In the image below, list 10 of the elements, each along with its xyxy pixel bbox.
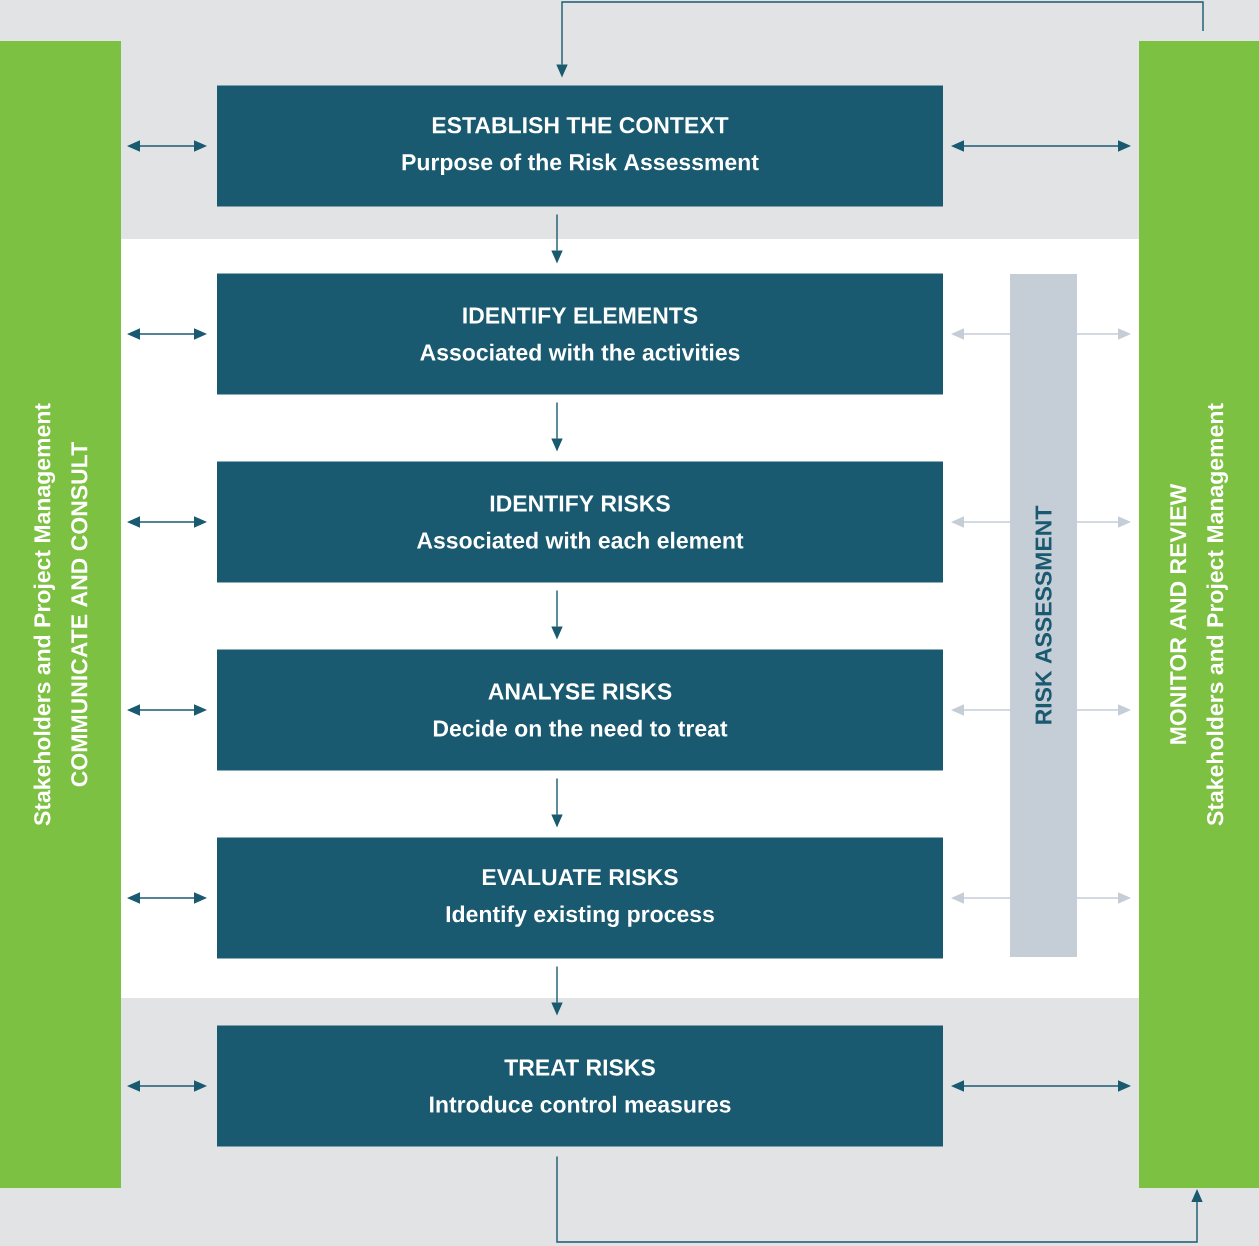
process-box: IDENTIFY ELEMENTS Associated with the activities (217, 273, 943, 395)
process-box: IDENTIFY RISKS Associated with each element (217, 461, 943, 583)
vertical-bar: RISK ASSESSMENT (1010, 274, 1077, 957)
side-band: Stakeholders and Project Management COMMUNICATE AND CONSULT (0, 41, 121, 1188)
process-box: EVALUATE RISKS Identify existing process (217, 837, 943, 959)
process-box: ESTABLISH THE CONTEXT Purpose of the Risk Assessment (217, 85, 943, 207)
process-box: ANALYSE RISKS Decide on the need to treat (217, 649, 943, 771)
side-band: MONITOR AND REVIEW Stakeholders and Project Management (1139, 41, 1259, 1188)
arrow (556, 1155, 1203, 1243)
process-box: TREAT RISKS Introduce control measures (217, 1025, 943, 1147)
